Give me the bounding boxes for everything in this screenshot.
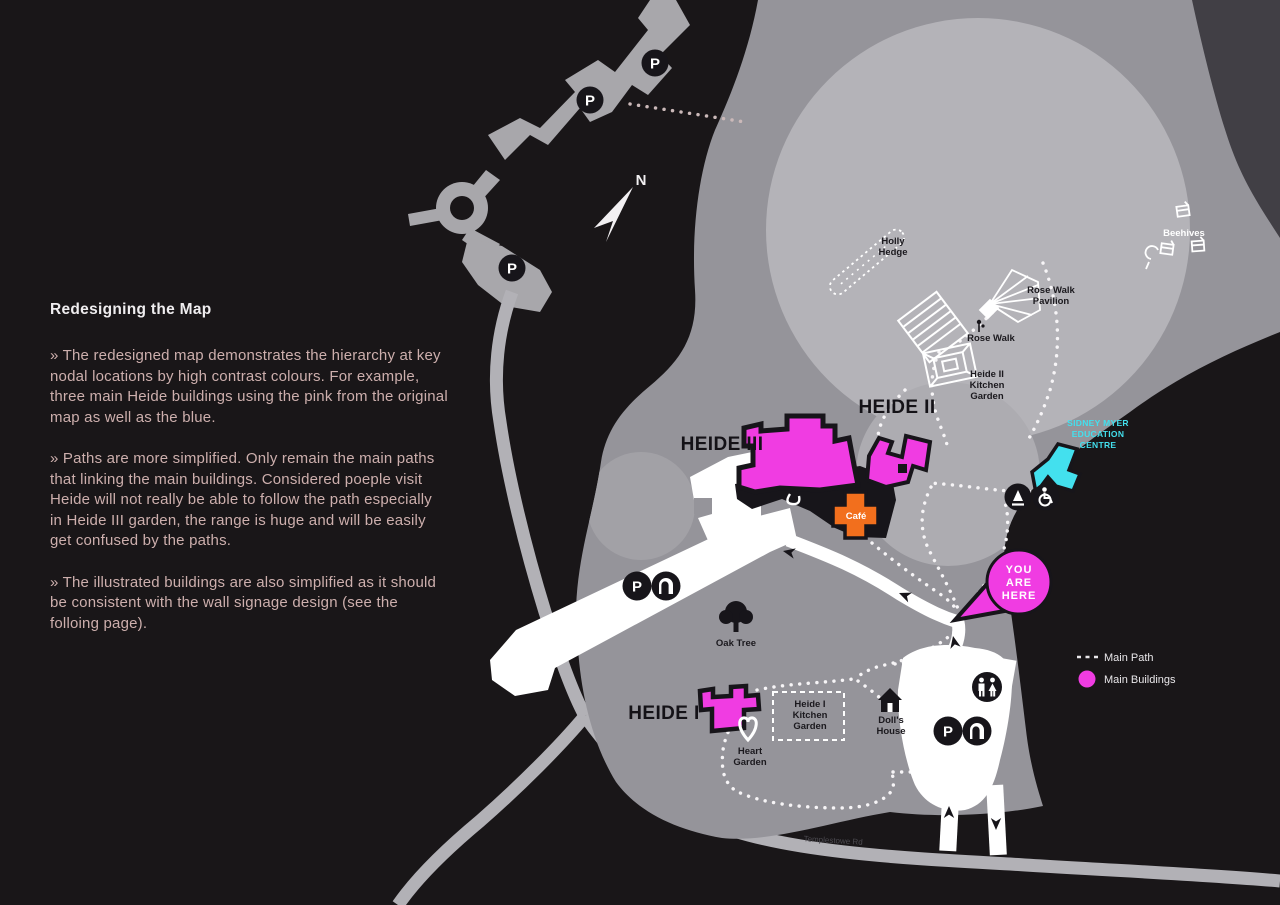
rose-walk-pavilion-label: Rose Walk xyxy=(1027,285,1075,296)
heide2-building xyxy=(864,433,933,490)
svg-text:HERE: HERE xyxy=(1002,590,1037,602)
arch-icon xyxy=(651,571,681,601)
notes-panel: Redesigning the Map » The redesigned map… xyxy=(50,301,448,655)
amenity-icons: P P P P P xyxy=(498,49,1060,746)
you-are-here-marker: YOU ARE HERE xyxy=(949,548,1053,624)
oak-tree-label: Oak Tree xyxy=(716,638,756,649)
rose-walk-pavilion-icon xyxy=(978,268,1041,324)
you-are-here-label: YOU xyxy=(1006,564,1033,576)
parking-letter: P xyxy=(632,579,642,596)
heide1-kitchen-garden-plot xyxy=(772,691,845,741)
svg-text:Hedge: Hedge xyxy=(878,247,907,258)
parking-icon: P xyxy=(576,86,604,114)
heide2-label: HEIDE II xyxy=(858,397,935,418)
west-garden-area xyxy=(587,452,695,560)
heart-garden-icon xyxy=(738,716,758,743)
svg-text:CENTRE: CENTRE xyxy=(1080,440,1117,450)
dolls-house-label: Doll's xyxy=(878,715,904,726)
fountain-icon xyxy=(1004,483,1032,511)
rose-walk-label: Rose Walk xyxy=(967,333,1015,344)
svg-text:Garden: Garden xyxy=(733,757,766,768)
road-southwest xyxy=(392,711,590,905)
parking-icon: P xyxy=(641,49,669,77)
gallery-area xyxy=(856,382,1040,566)
offsite-wedge xyxy=(1192,0,1280,238)
exit-lane xyxy=(986,784,1007,856)
parking-letter: P xyxy=(585,93,595,110)
rose-walk-icon xyxy=(976,319,985,332)
road-west xyxy=(489,289,591,720)
road-label: Templestowe Rd xyxy=(803,834,863,847)
cafe-label: Café xyxy=(846,511,867,522)
legend: Main Path Main Buildings xyxy=(1077,652,1176,688)
page-title: Redesigning the Map xyxy=(50,301,212,318)
svg-text:Kitchen: Kitchen xyxy=(793,710,828,721)
note-paragraph: » Paths are more simplified. Only remain… xyxy=(50,450,435,549)
heide1-label: HEIDE I xyxy=(628,703,699,724)
svg-text:Garden: Garden xyxy=(970,391,1003,402)
sidney-myer-building xyxy=(1030,441,1083,498)
svg-text:EDUCATION: EDUCATION xyxy=(1072,429,1125,439)
heide1-building xyxy=(697,683,762,734)
parking-icon: P xyxy=(622,571,652,601)
buildings xyxy=(697,413,1083,734)
svg-text:Garden: Garden xyxy=(793,721,826,732)
oak-tree-icon xyxy=(719,601,753,632)
north-label: N xyxy=(636,172,647,189)
svg-text:Pavilion: Pavilion xyxy=(1033,296,1070,307)
map-labels: HEIDE III HEIDE II HEIDE I Café Holly He… xyxy=(628,228,1205,847)
spiral-garden xyxy=(921,342,979,388)
pond-mark xyxy=(786,493,801,506)
north-arrow: N xyxy=(594,172,646,242)
parking-letter: P xyxy=(507,261,517,278)
dolls-house-icon xyxy=(878,688,902,712)
svg-text:Kitchen: Kitchen xyxy=(970,380,1005,391)
sidney-myer-label: SIDNEY MYER xyxy=(1067,418,1129,428)
parking-band-top xyxy=(488,0,690,160)
heide2-garden-area xyxy=(766,18,1190,442)
wing-notch xyxy=(694,498,712,514)
parking-letter: P xyxy=(650,56,660,73)
legend-buildings-swatch xyxy=(1078,670,1096,688)
svg-text:House: House xyxy=(876,726,905,737)
legend-main-path-label: Main Path xyxy=(1104,652,1154,664)
arch-icon xyxy=(962,716,992,746)
toilets-icon xyxy=(972,672,1002,702)
heart-garden-label: Heart xyxy=(738,746,763,757)
beehive-icons xyxy=(1144,201,1206,270)
beehives-label: Beehives xyxy=(1163,228,1205,239)
heide2-kitchen-garden-label: Heide II xyxy=(970,369,1004,380)
cafe-building xyxy=(831,490,880,540)
heide1-kitchen-garden-label: Heide I xyxy=(794,699,825,710)
wheelchair-icon xyxy=(1032,483,1060,511)
holly-hedge-label: Holly xyxy=(881,236,905,247)
heide3-building xyxy=(736,413,861,495)
parking-icon: P xyxy=(933,716,963,746)
entry-walk xyxy=(490,508,797,696)
legend-main-buildings-label: Main Buildings xyxy=(1104,674,1176,686)
parking-letter: P xyxy=(943,724,953,741)
svg-text:ARE: ARE xyxy=(1006,577,1032,589)
heide2-notch xyxy=(898,464,907,473)
note-paragraph: » The redesigned map demonstrates the hi… xyxy=(50,347,448,426)
parking-icon: P xyxy=(498,254,526,282)
note-paragraph: » The illustrated buildings are also sim… xyxy=(50,573,437,632)
entry-lane xyxy=(939,784,960,852)
heide3-label: HEIDE III xyxy=(681,434,764,455)
garden-features xyxy=(719,201,1206,743)
